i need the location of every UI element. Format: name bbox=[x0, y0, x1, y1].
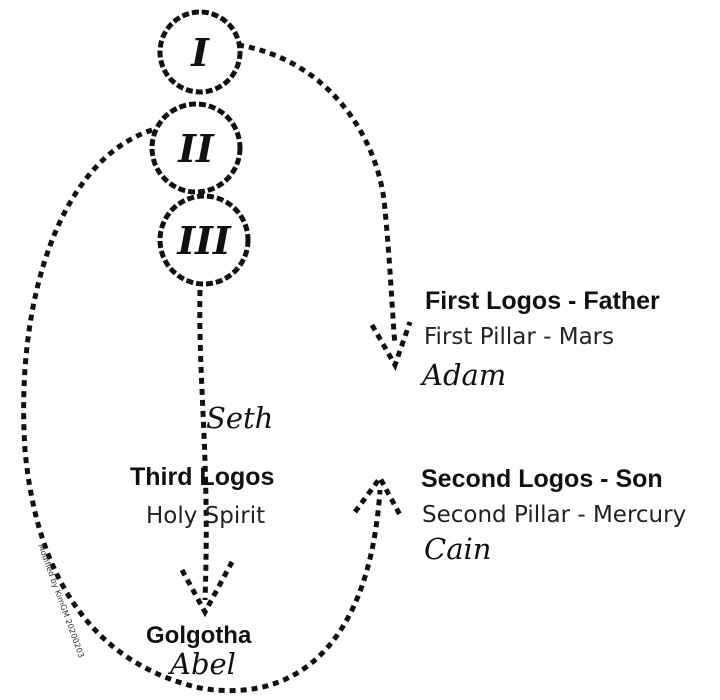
circle-first bbox=[157, 9, 243, 95]
second-logos-pillar: Second Pillar - Mercury bbox=[422, 502, 687, 528]
first-logos-title: First Logos - Father bbox=[425, 287, 660, 315]
numeral-second: II bbox=[177, 126, 215, 171]
arrowhead-golgotha bbox=[179, 560, 235, 618]
numeral-third: III bbox=[176, 218, 232, 263]
circle-second bbox=[149, 101, 243, 195]
arrowhead-adam bbox=[369, 321, 413, 371]
second-logos-figure: Cain bbox=[424, 532, 492, 566]
first-logos-figure: Adam bbox=[422, 358, 507, 392]
arrow-first-to-adam bbox=[237, 42, 398, 346]
first-logos-pillar: First Pillar - Mars bbox=[424, 324, 615, 350]
arrow-third-to-golgotha bbox=[197, 289, 209, 601]
third-logos-figure: Seth bbox=[206, 401, 274, 435]
arrow-loop-second bbox=[21, 127, 383, 694]
watermark: Modified by KimGM 20200203 bbox=[36, 543, 86, 659]
circle-third bbox=[157, 193, 251, 287]
numeral-first: I bbox=[190, 30, 210, 75]
golgotha-title: Golgotha bbox=[146, 622, 252, 649]
third-logos-subtitle: Holy Spirit bbox=[146, 503, 266, 529]
golgotha-figure: Abel bbox=[170, 647, 236, 681]
second-logos-title: Second Logos - Son bbox=[421, 465, 663, 493]
arrowhead-cain bbox=[352, 473, 403, 517]
third-logos-title: Third Logos bbox=[130, 463, 275, 491]
